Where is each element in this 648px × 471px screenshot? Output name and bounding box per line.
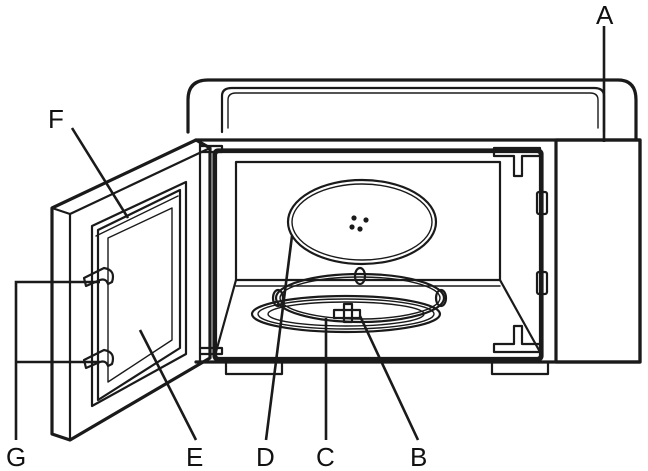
leader-f [70,127,130,219]
callout-labels: A B C D E F G [6,0,614,471]
leader-g [14,280,100,440]
label-a: A [596,0,614,30]
tray-center-mark [363,217,369,223]
label-b: B [410,442,427,471]
turntable-base [250,294,442,334]
microwave-body [186,78,642,376]
label-f: F [48,104,64,134]
door-seal [95,195,179,237]
leader-e [138,329,198,441]
control-panel [554,138,642,364]
tray-center-mark [349,224,355,230]
tray-center-mark [357,226,363,232]
roller-ring [271,266,448,324]
leader-b [358,315,420,441]
label-d: D [256,442,275,471]
label-e: E [186,442,203,471]
safety-interlock-hooks [82,266,115,370]
door-window [107,207,173,383]
label-c: C [316,442,335,471]
door [50,138,212,442]
leader-lines [14,26,606,441]
leader-d [264,235,294,441]
label-g: G [6,442,26,471]
glass-tray [286,178,438,266]
tray-center-mark [351,215,357,221]
